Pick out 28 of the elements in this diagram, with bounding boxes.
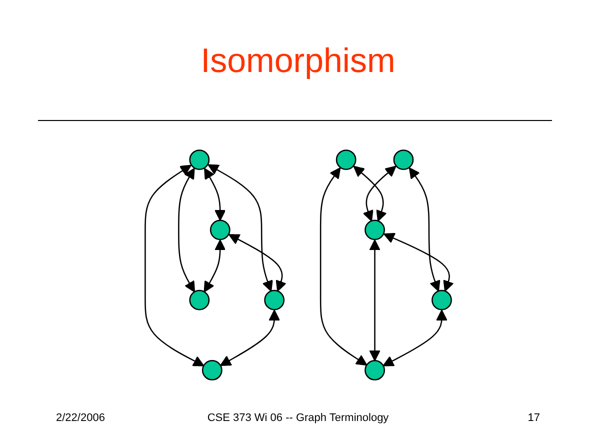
node-circle	[188, 290, 210, 310]
arrow	[228, 234, 286, 292]
slide-title: Isomorphism	[200, 42, 396, 81]
arrow	[383, 232, 454, 292]
node-circle	[364, 360, 385, 380]
arrow	[368, 240, 380, 362]
arrow	[204, 168, 226, 221]
arrow	[408, 167, 440, 292]
arrow	[144, 164, 204, 366]
page-number: 17	[526, 412, 540, 424]
arrow	[353, 166, 387, 222]
node-circle	[202, 360, 222, 380]
arrow	[362, 166, 396, 222]
arrow	[382, 310, 448, 366]
course-footer: CSE 373 Wi 06 -- Graph Terminology	[200, 412, 396, 424]
arrow	[204, 240, 226, 292]
arrow	[320, 167, 367, 366]
node-circle	[264, 290, 284, 310]
arrow	[207, 164, 273, 292]
arrow	[220, 310, 280, 366]
node-circle	[393, 150, 414, 170]
node-circle	[336, 150, 356, 170]
node-circle	[364, 220, 385, 240]
node-circle	[188, 150, 210, 170]
node-circle	[431, 290, 452, 310]
date-footer: 2/22/2006	[56, 412, 176, 424]
node-circle	[210, 220, 230, 240]
arrow	[178, 168, 195, 292]
